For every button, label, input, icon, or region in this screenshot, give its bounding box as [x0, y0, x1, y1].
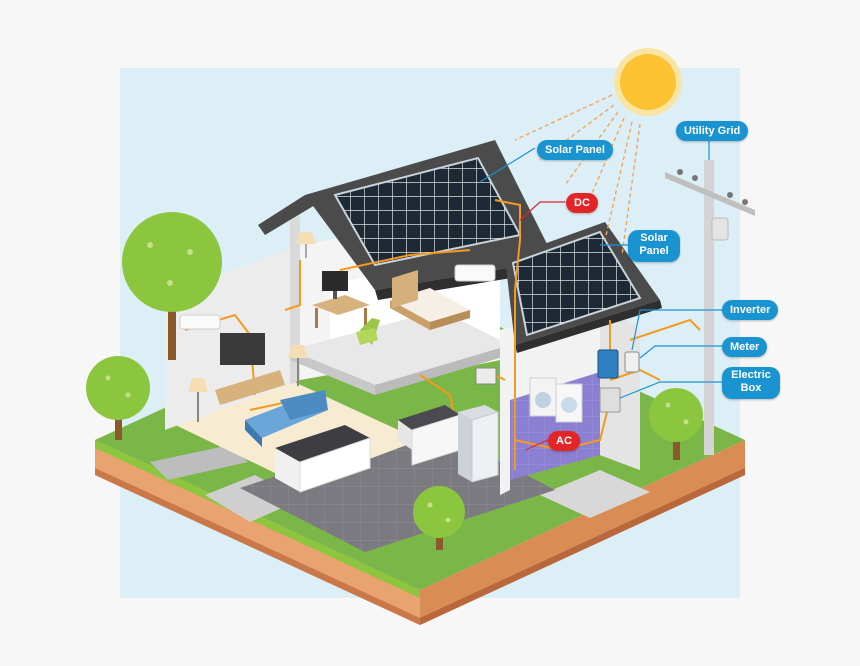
tree-right: [649, 388, 703, 460]
stairs: [150, 445, 248, 480]
bed: [390, 270, 470, 330]
television: [220, 333, 265, 365]
wall-lamp-upper: [296, 232, 316, 258]
sidewalk: [540, 470, 650, 518]
solar-panel-main-label: Solar Panel: [537, 140, 613, 160]
dryer: [555, 383, 583, 423]
dc-label: DC: [566, 193, 598, 213]
washing-machine: [529, 377, 557, 417]
chair: [356, 318, 380, 345]
tree-large: [122, 212, 222, 360]
sofa: [245, 390, 328, 447]
electric-box-device: [599, 387, 621, 413]
tv-stand: [215, 370, 285, 405]
meter-label: Meter: [722, 337, 768, 357]
solar-panel-secondary-label: Solar Panel: [628, 230, 680, 262]
inverter-device: [597, 349, 619, 379]
label-leaders: [479, 140, 722, 399]
utility-grid-label: Utility Grid: [676, 121, 749, 141]
sun-icon: [614, 48, 682, 116]
thermostat: [475, 367, 497, 385]
kitchen-counter: [398, 405, 461, 466]
utility-pole: [665, 160, 755, 455]
electric-box-label: Electric Box: [722, 367, 780, 399]
air-conditioner-upper: [454, 264, 496, 282]
air-conditioner-lower: [179, 314, 221, 330]
floor-lamp-left: [188, 378, 208, 422]
inverter-label: Inverter: [722, 300, 779, 320]
upper-floor-slab: [290, 310, 510, 385]
tree-front: [413, 486, 465, 550]
tree-left: [86, 356, 150, 440]
desk: [312, 271, 370, 328]
secondary-solar-panel-array: [511, 230, 642, 337]
floor-lamp-right: [288, 345, 308, 386]
red-label-leaders: [519, 201, 565, 451]
front-steps: [205, 475, 300, 522]
refrigerator: [458, 405, 499, 483]
kitchen-island: [275, 425, 371, 493]
ac-label: AC: [548, 431, 580, 451]
meter-device: [624, 351, 640, 373]
